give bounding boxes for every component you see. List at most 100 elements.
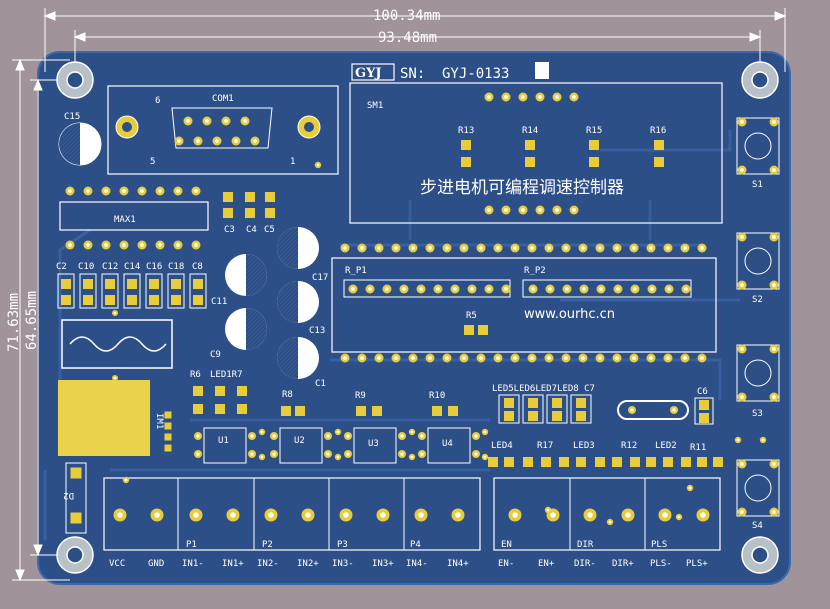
- pad-hole: [649, 246, 653, 250]
- r8-label: R8: [282, 390, 293, 400]
- pad-hole: [772, 462, 776, 466]
- pad-hole: [445, 356, 449, 360]
- board-name: 步进电机可编程调速控制器: [420, 178, 624, 198]
- com1-pin5: 5: [150, 157, 155, 167]
- pad-hole: [122, 189, 126, 193]
- pad-hole: [772, 235, 776, 239]
- pad-hole: [420, 434, 424, 438]
- pad-hole: [677, 515, 681, 519]
- pad-hole: [360, 246, 364, 250]
- pad-hole: [68, 189, 72, 193]
- pad-hole: [598, 356, 602, 360]
- pad-hole: [343, 512, 349, 518]
- r5-label: R5: [466, 311, 477, 321]
- led-row: [498, 394, 592, 424]
- pad-hole: [565, 287, 569, 291]
- cap-outline: [123, 273, 141, 309]
- pad-hole: [462, 246, 466, 250]
- pad-hole: [215, 139, 219, 143]
- smd-pad: [83, 295, 93, 305]
- pad-hole: [400, 434, 404, 438]
- switch-s1[interactable]: [736, 117, 780, 175]
- pad-hole: [411, 356, 415, 360]
- pad-hole: [154, 512, 160, 518]
- pad-hole: [530, 246, 534, 250]
- pad-hole: [672, 408, 676, 412]
- smd-pad: [193, 404, 203, 414]
- c15-label: C15: [64, 112, 80, 122]
- pad-hole: [650, 287, 654, 291]
- rp1-label: R_P1: [345, 266, 367, 276]
- pad-hole: [368, 287, 372, 291]
- c13-label: C13: [309, 326, 325, 336]
- switch-s2[interactable]: [736, 232, 780, 290]
- pad-hole: [555, 208, 559, 212]
- led2-label: LED2: [655, 441, 677, 451]
- pad-hole: [521, 208, 525, 212]
- pad-hole: [346, 434, 350, 438]
- pad-hole: [474, 452, 478, 456]
- smd-pad: [576, 398, 586, 408]
- smd-pad: [171, 279, 181, 289]
- smd-pad: [245, 208, 255, 218]
- com1-pin1: 1: [290, 157, 295, 167]
- led-outline: [570, 394, 592, 424]
- smd-pad: [295, 406, 305, 416]
- switch-s4[interactable]: [736, 459, 780, 517]
- dir-label: DIR: [577, 540, 594, 550]
- c6-label: C6: [697, 387, 708, 397]
- pad-hole: [683, 356, 687, 360]
- pad-hole: [666, 246, 670, 250]
- d2-label: D2: [63, 490, 74, 500]
- c7-crystal: [617, 400, 689, 420]
- smd-pad: [448, 406, 458, 416]
- c16-label: C16: [146, 262, 162, 272]
- pad-hole: [68, 243, 72, 247]
- smd-pad: [504, 411, 514, 421]
- smd-pad: [488, 457, 498, 467]
- smd-pad: [61, 295, 71, 305]
- smd-pad: [432, 406, 442, 416]
- pcb-board: [37, 51, 791, 585]
- switch-s3[interactable]: [736, 344, 780, 402]
- dim-height-inner: 64.65mm: [24, 291, 40, 350]
- terminal-label: DIR-: [574, 559, 596, 569]
- pad-hole: [193, 512, 199, 518]
- u2-chip: [279, 427, 323, 464]
- pad-hole: [599, 287, 603, 291]
- pad-hole: [504, 95, 508, 99]
- smd-pad: [149, 279, 159, 289]
- pad-hole: [740, 168, 744, 172]
- logo-box: [351, 63, 395, 81]
- pad-hole: [305, 512, 311, 518]
- sm1-module: [349, 82, 723, 224]
- pad-hole: [196, 452, 200, 456]
- c14-label: C14: [124, 262, 140, 272]
- pad-hole: [194, 243, 198, 247]
- pad-hole: [700, 356, 704, 360]
- pad-hole: [538, 208, 542, 212]
- pad-hole: [86, 243, 90, 247]
- smd-pad: [504, 398, 514, 408]
- u1-label: U1: [218, 436, 229, 446]
- smd-pad: [699, 413, 709, 423]
- smd-pad: [356, 406, 366, 416]
- pad-hole: [176, 189, 180, 193]
- p3-label: P3: [337, 540, 348, 550]
- pad-hole: [243, 119, 247, 123]
- pad-hole: [667, 287, 671, 291]
- cap-outline: [57, 273, 75, 309]
- pad-hole: [377, 246, 381, 250]
- smd-pad: [630, 457, 640, 467]
- pad-hole: [581, 246, 585, 250]
- pad-hole: [521, 95, 525, 99]
- pad-hole: [343, 246, 347, 250]
- pad-hole: [420, 452, 424, 456]
- pad-hole: [581, 356, 585, 360]
- rp2-header: [522, 279, 692, 298]
- pad-hole: [608, 520, 612, 524]
- r11-label: R11: [690, 443, 706, 453]
- mounting-hole: [741, 61, 779, 99]
- resistor-group-r13-r16: R13 R14 R15 R16: [458, 126, 666, 136]
- u3-chip: [353, 427, 397, 464]
